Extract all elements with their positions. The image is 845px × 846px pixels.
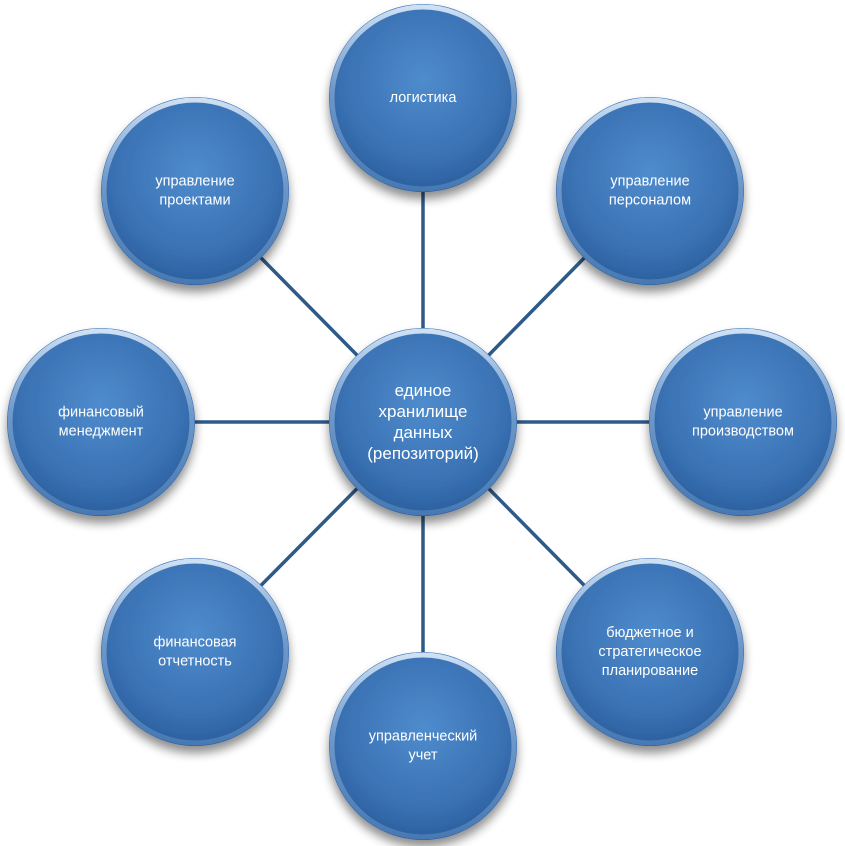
hub-repository-label-line: единое <box>395 381 452 400</box>
node-budget-planning-label-line: стратегическое <box>598 644 701 660</box>
connector-budget-planning <box>486 486 587 588</box>
node-financial-management: финансовый менеджмент <box>7 328 195 516</box>
connector-project-management <box>258 255 360 358</box>
node-management-accounting-shape <box>329 652 517 840</box>
node-financial-management-rim <box>7 328 195 516</box>
node-production-management-rim <box>649 328 837 516</box>
node-project-management-label-line: проектами <box>159 193 230 209</box>
node-budget-planning-rim <box>556 558 744 746</box>
node-budget-planning: бюджетное и стратегическое планирование <box>556 558 744 746</box>
node-project-management-label-line: управление <box>155 174 234 190</box>
node-project-management-rim <box>101 97 289 285</box>
node-hr-management-shape <box>556 97 744 285</box>
node-financial-reporting-label-line: отчетность <box>158 654 232 670</box>
node-management-accounting: управленческий учет <box>329 652 517 840</box>
node-financial-reporting-rim <box>101 558 289 746</box>
node-budget-planning-label-line: бюджетное и <box>606 625 694 641</box>
hub-repository: единое хранилище данных (репозиторий) <box>329 328 517 516</box>
hub-repository-shape <box>329 328 517 516</box>
node-hr-management-label-line: управление <box>610 174 689 190</box>
hub-repository-rim <box>329 328 517 516</box>
node-logistics-label-line: логистика <box>390 90 458 106</box>
node-production-management-label-line: производством <box>692 424 794 440</box>
node-management-accounting-label-line: управленческий <box>369 729 478 745</box>
node-hr-management-rim <box>556 97 744 285</box>
node-financial-reporting-shape <box>101 558 289 746</box>
node-project-management-shape <box>101 97 289 285</box>
hub-repository-label-line: данных <box>394 423 453 442</box>
node-production-management-shape <box>649 328 837 516</box>
node-financial-management-shape <box>7 328 195 516</box>
node-hr-management-label-line: персоналом <box>609 193 691 209</box>
node-project-management: управление проектами <box>101 97 289 285</box>
node-logistics-shape <box>329 4 517 192</box>
connector-financial-reporting <box>258 486 360 588</box>
hub-repository-label-line: хранилище <box>379 402 468 421</box>
hub-repository-label-line: (репозиторий) <box>367 444 479 463</box>
node-production-management: управление производством <box>649 328 837 516</box>
node-hr-management: управление персоналом <box>556 97 744 285</box>
node-management-accounting-rim <box>329 652 517 840</box>
connector-hr-management <box>486 255 587 358</box>
node-logistics: логистика <box>329 4 517 192</box>
node-financial-management-label-line: менеджмент <box>59 424 144 440</box>
node-logistics-rim <box>329 4 517 192</box>
node-financial-reporting: финансовая отчетность <box>101 558 289 746</box>
node-production-management-label-line: управление <box>703 405 782 421</box>
node-budget-planning-label-line: планирование <box>602 663 698 679</box>
node-management-accounting-label-line: учет <box>408 748 437 764</box>
node-budget-planning-shape <box>556 558 744 746</box>
node-financial-reporting-label-line: финансовая <box>153 635 236 651</box>
diagram-nodes: логистика управление персоналом управление п… <box>7 4 837 840</box>
node-financial-management-label-line: финансовый <box>58 405 144 421</box>
connector-lines <box>193 190 651 654</box>
